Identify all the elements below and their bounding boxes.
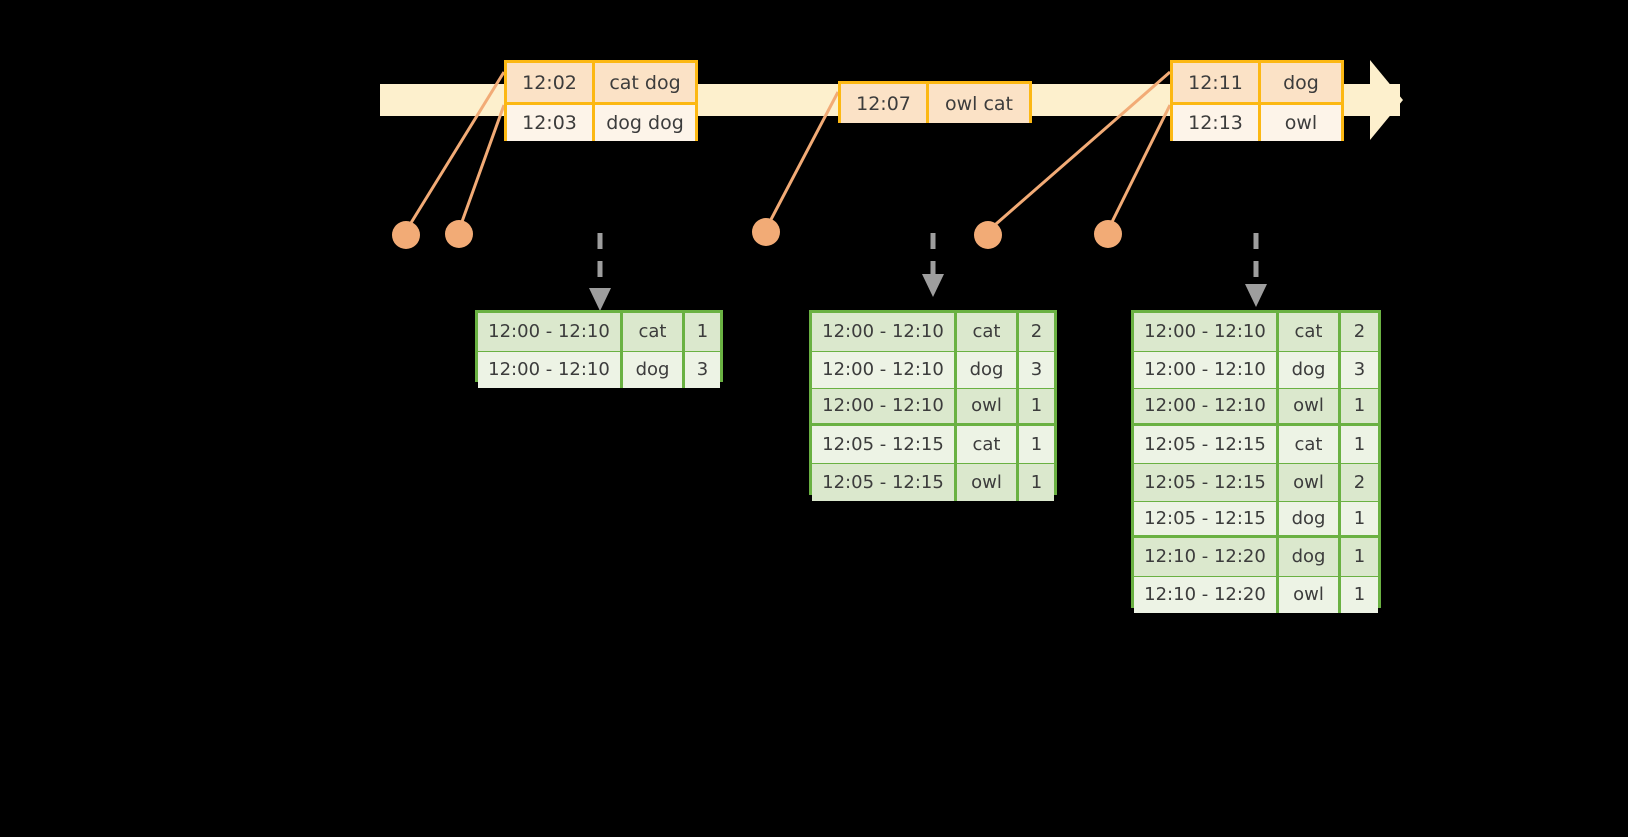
- window-cell: 12:00 - 12:10: [1134, 313, 1279, 351]
- table-row[interactable]: 12:05 - 12:15 cat 1: [812, 425, 1054, 463]
- window-cell: 12:05 - 12:15: [812, 464, 957, 501]
- table-row[interactable]: 12:00 - 12:10 dog 3: [478, 350, 720, 388]
- table-row[interactable]: 12:05 - 12:15 cat 1: [1134, 425, 1378, 463]
- window-cell: 12:05 - 12:15: [812, 425, 957, 463]
- event-words: owl: [1284, 112, 1318, 134]
- count-cell: 3: [1030, 359, 1043, 381]
- count-cell: 1: [1353, 584, 1366, 606]
- count-cell: 1: [1353, 507, 1366, 529]
- word-cell: dog: [1279, 538, 1341, 576]
- event-time: 12:02: [507, 63, 595, 102]
- window-cell: 12:00 - 12:10: [478, 351, 623, 388]
- event-dot-1211: [974, 221, 1002, 249]
- count-cell: 2: [1353, 471, 1366, 493]
- table-row[interactable]: 12:10 - 12:20 dog 1: [1134, 538, 1378, 576]
- word-cell: owl: [1279, 576, 1341, 613]
- word-cell: owl: [957, 464, 1019, 501]
- word-cell: cat: [1279, 425, 1341, 463]
- window-cell: 12:05 - 12:15: [1134, 501, 1279, 535]
- count-cell: 3: [1353, 359, 1366, 381]
- table-row[interactable]: 12:05 - 12:15 dog 1: [1134, 500, 1378, 538]
- table-row[interactable]: 12:00 - 12:10 dog 3: [1134, 350, 1378, 388]
- count-cell: 1: [1030, 471, 1043, 493]
- dashed-arrow-3: [1245, 233, 1267, 307]
- event-dot-1207: [752, 218, 780, 246]
- event-time: 12:03: [507, 105, 595, 141]
- table-row[interactable]: 12:05 - 12:15 owl 2: [1134, 463, 1378, 501]
- event-row[interactable]: 12:13 owl: [1173, 102, 1341, 141]
- event-words: cat dog: [609, 71, 681, 94]
- table-row[interactable]: 12:00 - 12:10 owl 1: [1134, 388, 1378, 426]
- window-cell: 12:05 - 12:15: [1134, 464, 1279, 501]
- table-row[interactable]: 12:00 - 12:10 owl 1: [812, 388, 1054, 426]
- count-cell: 2: [1353, 321, 1366, 343]
- event-dot-1202: [392, 221, 420, 249]
- word-cell: cat: [957, 425, 1019, 463]
- word-cell: owl: [957, 389, 1019, 423]
- event-time: 12:13: [1173, 105, 1261, 141]
- connector-line-1203: [457, 104, 506, 231]
- event-words: owl cat: [944, 92, 1014, 115]
- result-table-3[interactable]: 12:00 - 12:10 cat 2 12:00 - 12:10 dog 3 …: [1131, 310, 1381, 613]
- count-cell: 1: [1353, 433, 1366, 455]
- dashed-arrow-2: [922, 233, 944, 297]
- event-time: 12:11: [1173, 63, 1261, 102]
- table-row[interactable]: 12:00 - 12:10 cat 1: [478, 313, 720, 351]
- word-cell: cat: [1279, 313, 1341, 351]
- table-row[interactable]: 12:10 - 12:20 owl 1: [1134, 575, 1378, 613]
- event-dot-1213: [1094, 220, 1122, 248]
- count-cell: 1: [696, 321, 709, 343]
- table-row[interactable]: 12:00 - 12:10 cat 2: [1134, 313, 1378, 351]
- window-cell: 12:10 - 12:20: [1134, 576, 1279, 613]
- window-cell: 12:00 - 12:10: [812, 313, 957, 351]
- count-cell: 1: [1353, 546, 1366, 568]
- word-cell: dog: [1279, 351, 1341, 388]
- word-cell: dog: [1279, 501, 1341, 535]
- event-box-3[interactable]: 12:11 dog 12:13 owl: [1170, 60, 1344, 141]
- table-row[interactable]: 12:00 - 12:10 cat 2: [812, 313, 1054, 351]
- word-cell: owl: [1279, 389, 1341, 423]
- table-row[interactable]: 12:05 - 12:15 owl 1: [812, 463, 1054, 501]
- window-cell: 12:00 - 12:10: [1134, 389, 1279, 423]
- count-cell: 3: [696, 359, 709, 381]
- window-cell: 12:05 - 12:15: [1134, 425, 1279, 463]
- window-cell: 12:00 - 12:10: [812, 351, 957, 388]
- count-cell: 1: [1353, 395, 1366, 417]
- event-row[interactable]: 12:02 cat dog: [507, 63, 695, 102]
- result-table-2[interactable]: 12:00 - 12:10 cat 2 12:00 - 12:10 dog 3 …: [809, 310, 1057, 501]
- dashed-arrow-1: [589, 233, 611, 311]
- event-row[interactable]: 12:03 dog dog: [507, 102, 695, 141]
- count-cell: 1: [1030, 395, 1043, 417]
- event-time: 12:07: [841, 84, 929, 123]
- event-words: dog dog: [606, 112, 684, 134]
- window-cell: 12:00 - 12:10: [478, 313, 623, 351]
- event-box-2[interactable]: 12:07 owl cat: [838, 81, 1032, 123]
- word-cell: cat: [957, 313, 1019, 351]
- window-cell: 12:00 - 12:10: [812, 389, 957, 423]
- event-row[interactable]: 12:07 owl cat: [841, 84, 1029, 123]
- word-cell: owl: [1279, 464, 1341, 501]
- word-cell: dog: [623, 351, 685, 388]
- event-words: dog: [1283, 71, 1319, 94]
- event-dot-1203: [445, 220, 473, 248]
- count-cell: 2: [1030, 321, 1043, 343]
- count-cell: 1: [1030, 433, 1043, 455]
- table-row[interactable]: 12:00 - 12:10 dog 3: [812, 350, 1054, 388]
- window-cell: 12:10 - 12:20: [1134, 538, 1279, 576]
- word-cell: cat: [623, 313, 685, 351]
- window-cell: 12:00 - 12:10: [1134, 351, 1279, 388]
- result-table-1[interactable]: 12:00 - 12:10 cat 1 12:00 - 12:10 dog 3: [475, 310, 723, 388]
- connector-line-1213: [1106, 104, 1172, 231]
- word-cell: dog: [957, 351, 1019, 388]
- event-row[interactable]: 12:11 dog: [1173, 63, 1341, 102]
- event-box-1[interactable]: 12:02 cat dog 12:03 dog dog: [504, 60, 698, 141]
